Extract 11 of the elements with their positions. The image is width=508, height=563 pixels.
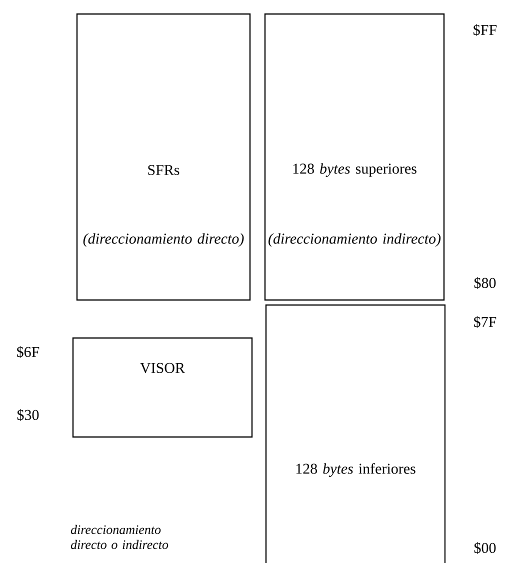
address-label: $6F [16, 346, 40, 358]
memory-block: VISOR [72, 337, 253, 438]
address-label: $80 [474, 277, 496, 289]
address-label: $30 [17, 409, 39, 421]
memory-block: 128 bytes inferiores [265, 304, 446, 563]
address-label: $00 [474, 542, 496, 554]
address-label: $7F [474, 316, 496, 328]
note: direccionamiento directo o indirecto [70, 524, 168, 550]
memory-block: 128 bytes superiores (direccionamiento indirecto) [264, 13, 445, 301]
memory-block: SFRs (direccionamiento directo) [76, 13, 251, 301]
address-label: $FF [474, 24, 497, 36]
